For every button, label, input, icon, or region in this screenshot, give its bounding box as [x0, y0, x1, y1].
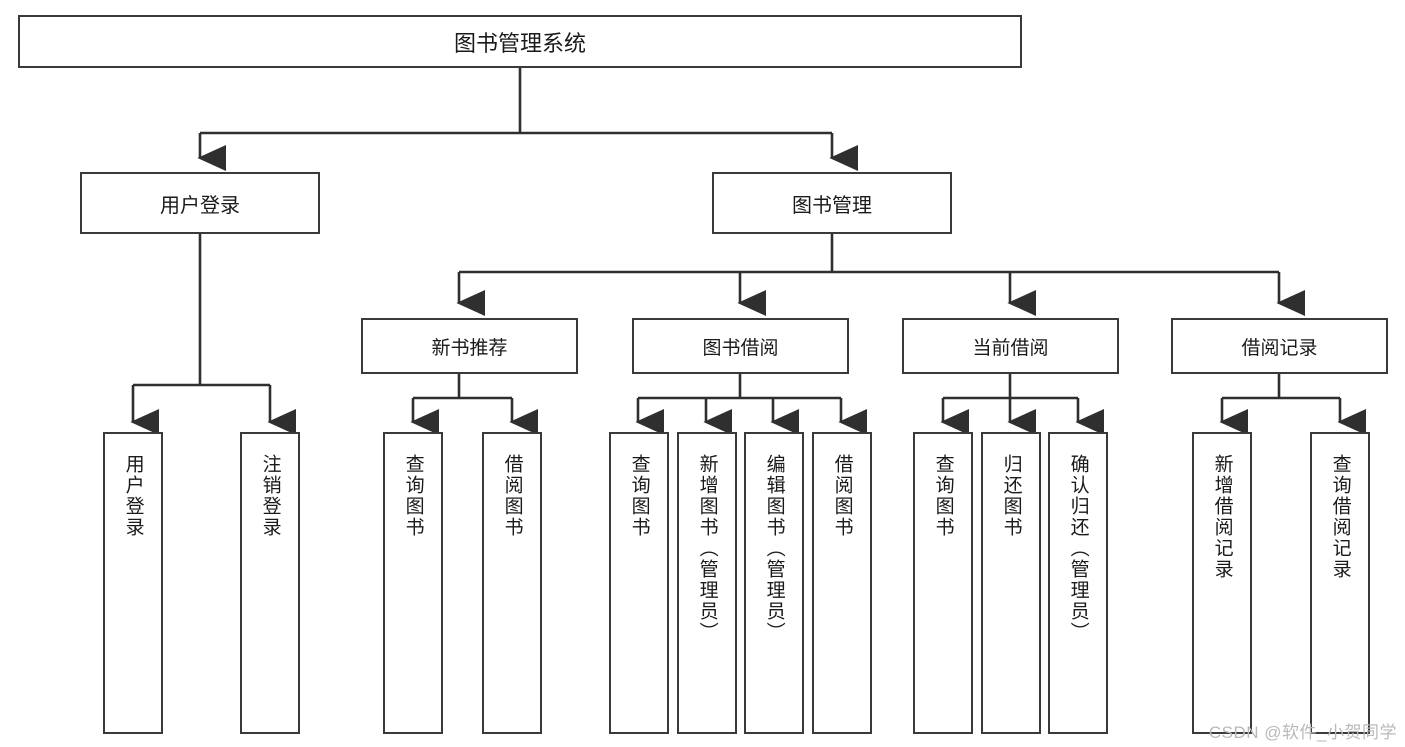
node-borrow-record[interactable]: 借阅记录: [1171, 318, 1388, 374]
node-label: 编辑图书（管理员）: [763, 454, 785, 643]
node-label: 图书管理系统: [453, 30, 586, 56]
leaf-vtext-wrap: 借阅图书: [484, 440, 540, 726]
leaf-current-borrow-return[interactable]: 归还图书: [981, 432, 1041, 734]
leaf-borrow-record-add[interactable]: 新增借阅记录: [1192, 432, 1252, 734]
node-label: 图书借阅: [702, 337, 779, 359]
node-label: 查询图书: [402, 454, 424, 538]
node-book-borrow[interactable]: 图书借阅: [632, 318, 849, 374]
leaf-vtext-wrap: 查询图书: [611, 440, 667, 726]
leaf-book-borrow-borrow[interactable]: 借阅图书: [812, 432, 872, 734]
leaf-vtext-wrap: 查询图书: [915, 440, 971, 726]
node-label: 用户登录: [122, 454, 144, 538]
node-label: 查询借阅记录: [1329, 454, 1351, 580]
leaf-vtext-wrap: 编辑图书（管理员）: [746, 440, 802, 726]
watermark-text: CSDN @软件_小贺同学: [1208, 723, 1397, 742]
leaf-vtext-wrap: 借阅图书: [814, 440, 870, 726]
leaf-current-borrow-confirm[interactable]: 确认归还（管理员）: [1048, 432, 1108, 734]
node-current-borrow[interactable]: 当前借阅: [902, 318, 1119, 374]
node-label: 当前借阅: [972, 337, 1049, 359]
leaf-vtext-wrap: 新增借阅记录: [1194, 440, 1250, 726]
leaf-book-borrow-query[interactable]: 查询图书: [609, 432, 669, 734]
leaf-vtext-wrap: 归还图书: [983, 440, 1039, 726]
node-user-login[interactable]: 用户登录: [80, 172, 320, 234]
node-label: 借阅图书: [501, 454, 523, 538]
leaf-vtext-wrap: 用户登录: [105, 440, 161, 726]
node-new-book-recommend[interactable]: 新书推荐: [361, 318, 578, 374]
node-root-system[interactable]: 图书管理系统: [18, 15, 1022, 68]
node-label: 新增借阅记录: [1211, 454, 1233, 580]
node-label: 新书推荐: [431, 337, 508, 359]
node-book-management[interactable]: 图书管理: [712, 172, 952, 234]
leaf-book-borrow-add[interactable]: 新增图书（管理员）: [677, 432, 737, 734]
node-label: 查询图书: [628, 454, 650, 538]
leaf-borrow-record-query[interactable]: 查询借阅记录: [1310, 432, 1370, 734]
node-label: 图书管理: [792, 194, 872, 217]
node-label: 归还图书: [1000, 454, 1022, 538]
leaf-vtext-wrap: 确认归还（管理员）: [1050, 440, 1106, 726]
leaf-user-login-login[interactable]: 用户登录: [103, 432, 163, 734]
node-label: 新增图书（管理员）: [696, 454, 718, 643]
leaf-vtext-wrap: 查询借阅记录: [1312, 440, 1368, 726]
leaf-vtext-wrap: 注销登录: [242, 440, 298, 726]
node-label: 借阅记录: [1241, 337, 1318, 359]
node-label: 借阅图书: [831, 454, 853, 538]
leaf-book-borrow-edit[interactable]: 编辑图书（管理员）: [744, 432, 804, 734]
leaf-vtext-wrap: 新增图书（管理员）: [679, 440, 735, 726]
leaf-vtext-wrap: 查询图书: [385, 440, 441, 726]
node-label: 注销登录: [259, 454, 281, 538]
leaf-user-login-logout[interactable]: 注销登录: [240, 432, 300, 734]
node-label: 确认归还（管理员）: [1067, 454, 1089, 643]
leaf-new-book-query[interactable]: 查询图书: [383, 432, 443, 734]
node-label: 查询图书: [932, 454, 954, 538]
leaf-current-borrow-query[interactable]: 查询图书: [913, 432, 973, 734]
node-label: 用户登录: [160, 194, 240, 217]
leaf-new-book-borrow[interactable]: 借阅图书: [482, 432, 542, 734]
